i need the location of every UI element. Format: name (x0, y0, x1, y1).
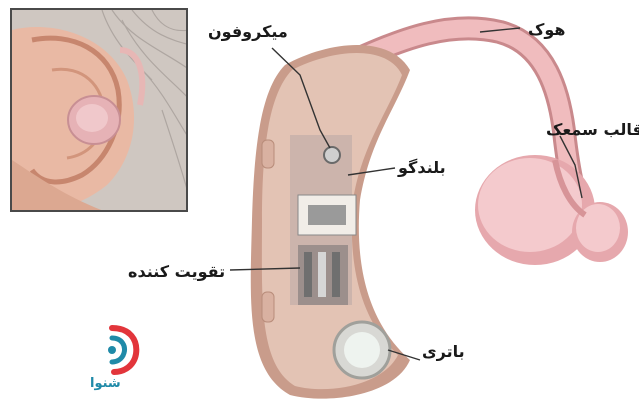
label-battery: باتری (422, 342, 465, 361)
ear-mold-shape (475, 155, 628, 265)
logo-text: شنوا (90, 376, 121, 391)
logo-icon (72, 320, 152, 380)
brand-logo: شنوا (72, 320, 152, 410)
label-hook: هوک (528, 20, 566, 39)
label-ear-mold: قالب سمعک (546, 120, 639, 139)
battery-part (344, 332, 380, 368)
label-speaker: بلندگو (398, 158, 446, 177)
amplifier-part (298, 245, 348, 305)
microphone-part (324, 147, 340, 163)
label-microphone: میکروفون (208, 22, 288, 41)
label-amplifier: تقویت کننده (128, 262, 225, 281)
